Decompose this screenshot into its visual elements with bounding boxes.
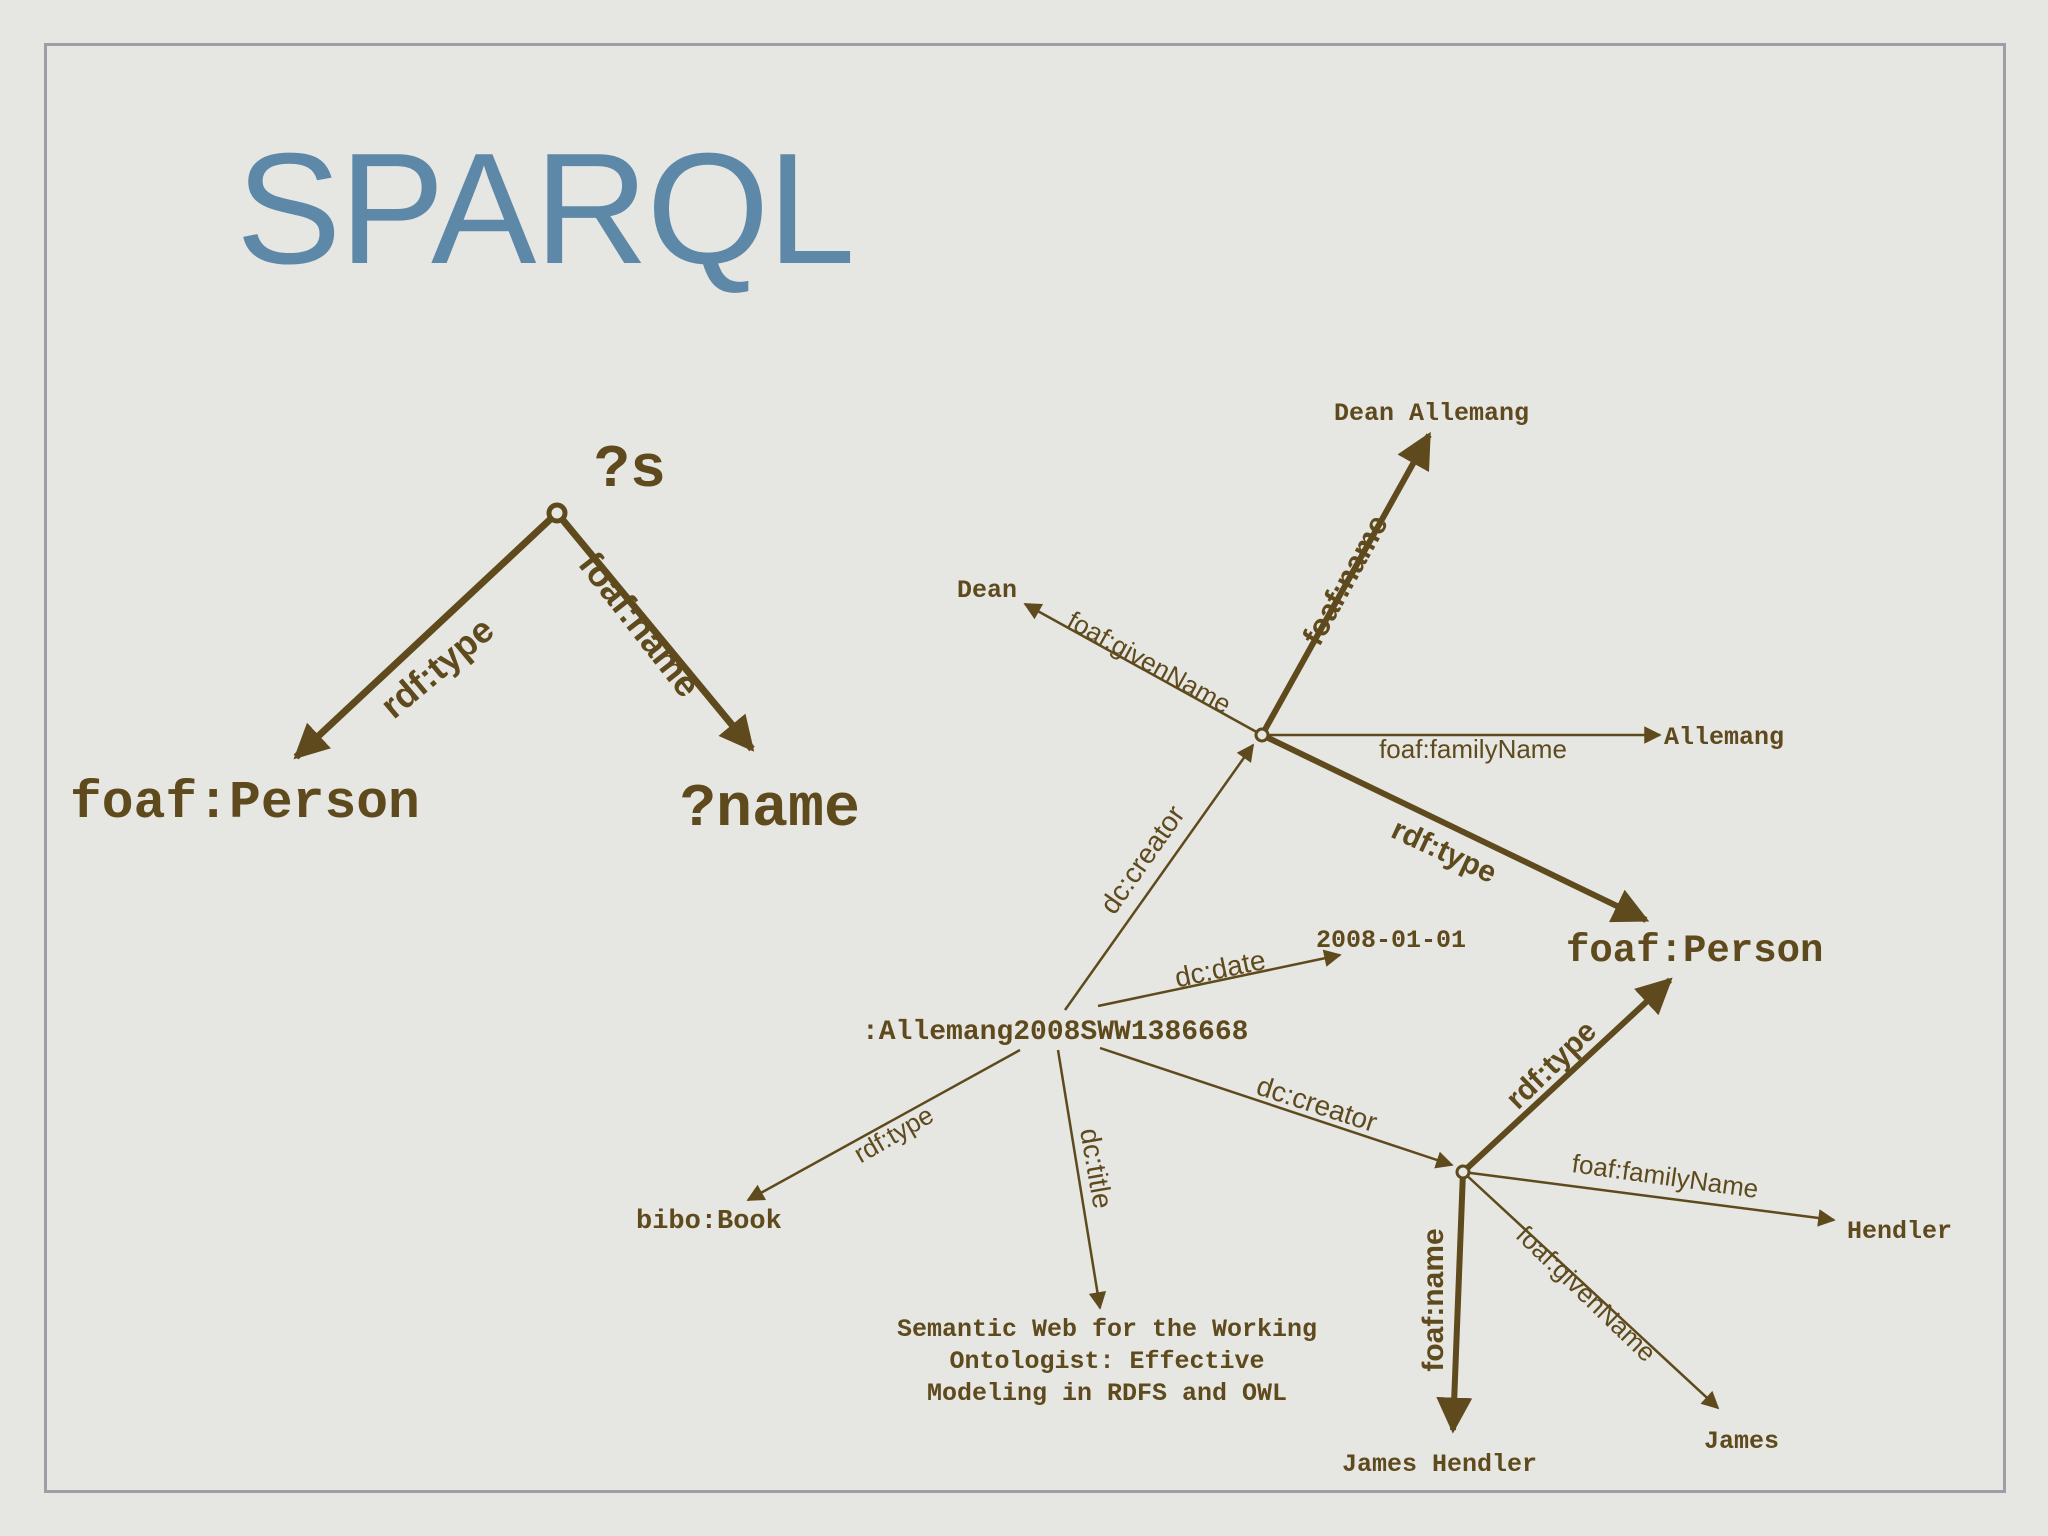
edge-givenname-2 [1462, 1171, 1720, 1410]
label-title: dc:title [1074, 1126, 1119, 1211]
edge-name-1 [1259, 431, 1432, 737]
edge-title [1056, 1049, 1107, 1310]
label-givenname-2: foaf:givenName [1510, 1219, 1662, 1367]
slide-title: SPARQL [236, 121, 855, 297]
label-type-2: rdf:type [1500, 1015, 1603, 1116]
blank-node-hendler [1455, 1164, 1471, 1180]
label-name-2: foaf:name [1417, 1228, 1450, 1371]
node-allemang: Allemang [1664, 723, 1784, 752]
blank-node-allemang [1254, 727, 1270, 743]
edge-name-2 [1436, 1171, 1473, 1434]
node-foaf-person: foaf:Person [1566, 929, 1823, 973]
label-type-book: rdf:type [848, 1100, 938, 1169]
node-james: James [1704, 1427, 1779, 1456]
edge-date [1097, 949, 1342, 1008]
pattern-subject-node [546, 502, 568, 524]
pattern-edge-type [293, 510, 560, 760]
node-title-line-2: Ontologist: Effective [949, 1347, 1264, 1376]
node-james-hendler: James Hendler [1342, 1450, 1537, 1479]
node-book: :Allemang2008SWW1386668 [862, 1017, 1248, 1048]
example-graph: :Allemang2008SWW1386668 Dean Allemang De… [636, 399, 1952, 1479]
node-date: 2008-01-01 [1316, 926, 1466, 955]
node-bibo-book: bibo:Book [636, 1207, 782, 1237]
node-dean-allemang: Dean Allemang [1334, 399, 1529, 428]
edge-creator-2 [1099, 1046, 1454, 1169]
pattern-edge-name [554, 510, 755, 752]
node-hendler: Hendler [1847, 1217, 1952, 1246]
edge-type-2 [1460, 977, 1673, 1175]
label-creator-2: dc:creator [1253, 1070, 1381, 1138]
edge-givenname-1 [1023, 602, 1263, 737]
edge-type-book [746, 1048, 1021, 1202]
label-name-1: foaf:name [1297, 510, 1395, 651]
label-date: dc:date [1172, 944, 1268, 993]
node-dean: Dean [957, 576, 1017, 605]
node-title-line-1: Semantic Web for the Working [897, 1315, 1317, 1344]
label-familyname-2: foaf:familyName [1570, 1148, 1760, 1204]
slide-frame [44, 43, 2006, 1493]
pattern-name-predicate: foaf:name [571, 544, 709, 705]
node-title-line-3: Modeling in RDFS and OWL [927, 1379, 1287, 1408]
pattern-subject: ?s [594, 437, 666, 505]
label-givenname-1: foaf:givenName [1062, 605, 1236, 720]
edge-creator-1 [1063, 743, 1255, 1011]
label-familyname-1: foaf:familyName [1379, 734, 1567, 764]
edge-familyname-2 [1462, 1170, 1836, 1227]
edge-type-1 [1260, 732, 1650, 923]
pattern-name-object: ?name [680, 776, 860, 844]
pattern-type-object: foaf:Person [70, 773, 420, 833]
query-pattern: ?s foaf:Person ?name rdf:type foaf:name [70, 437, 860, 844]
